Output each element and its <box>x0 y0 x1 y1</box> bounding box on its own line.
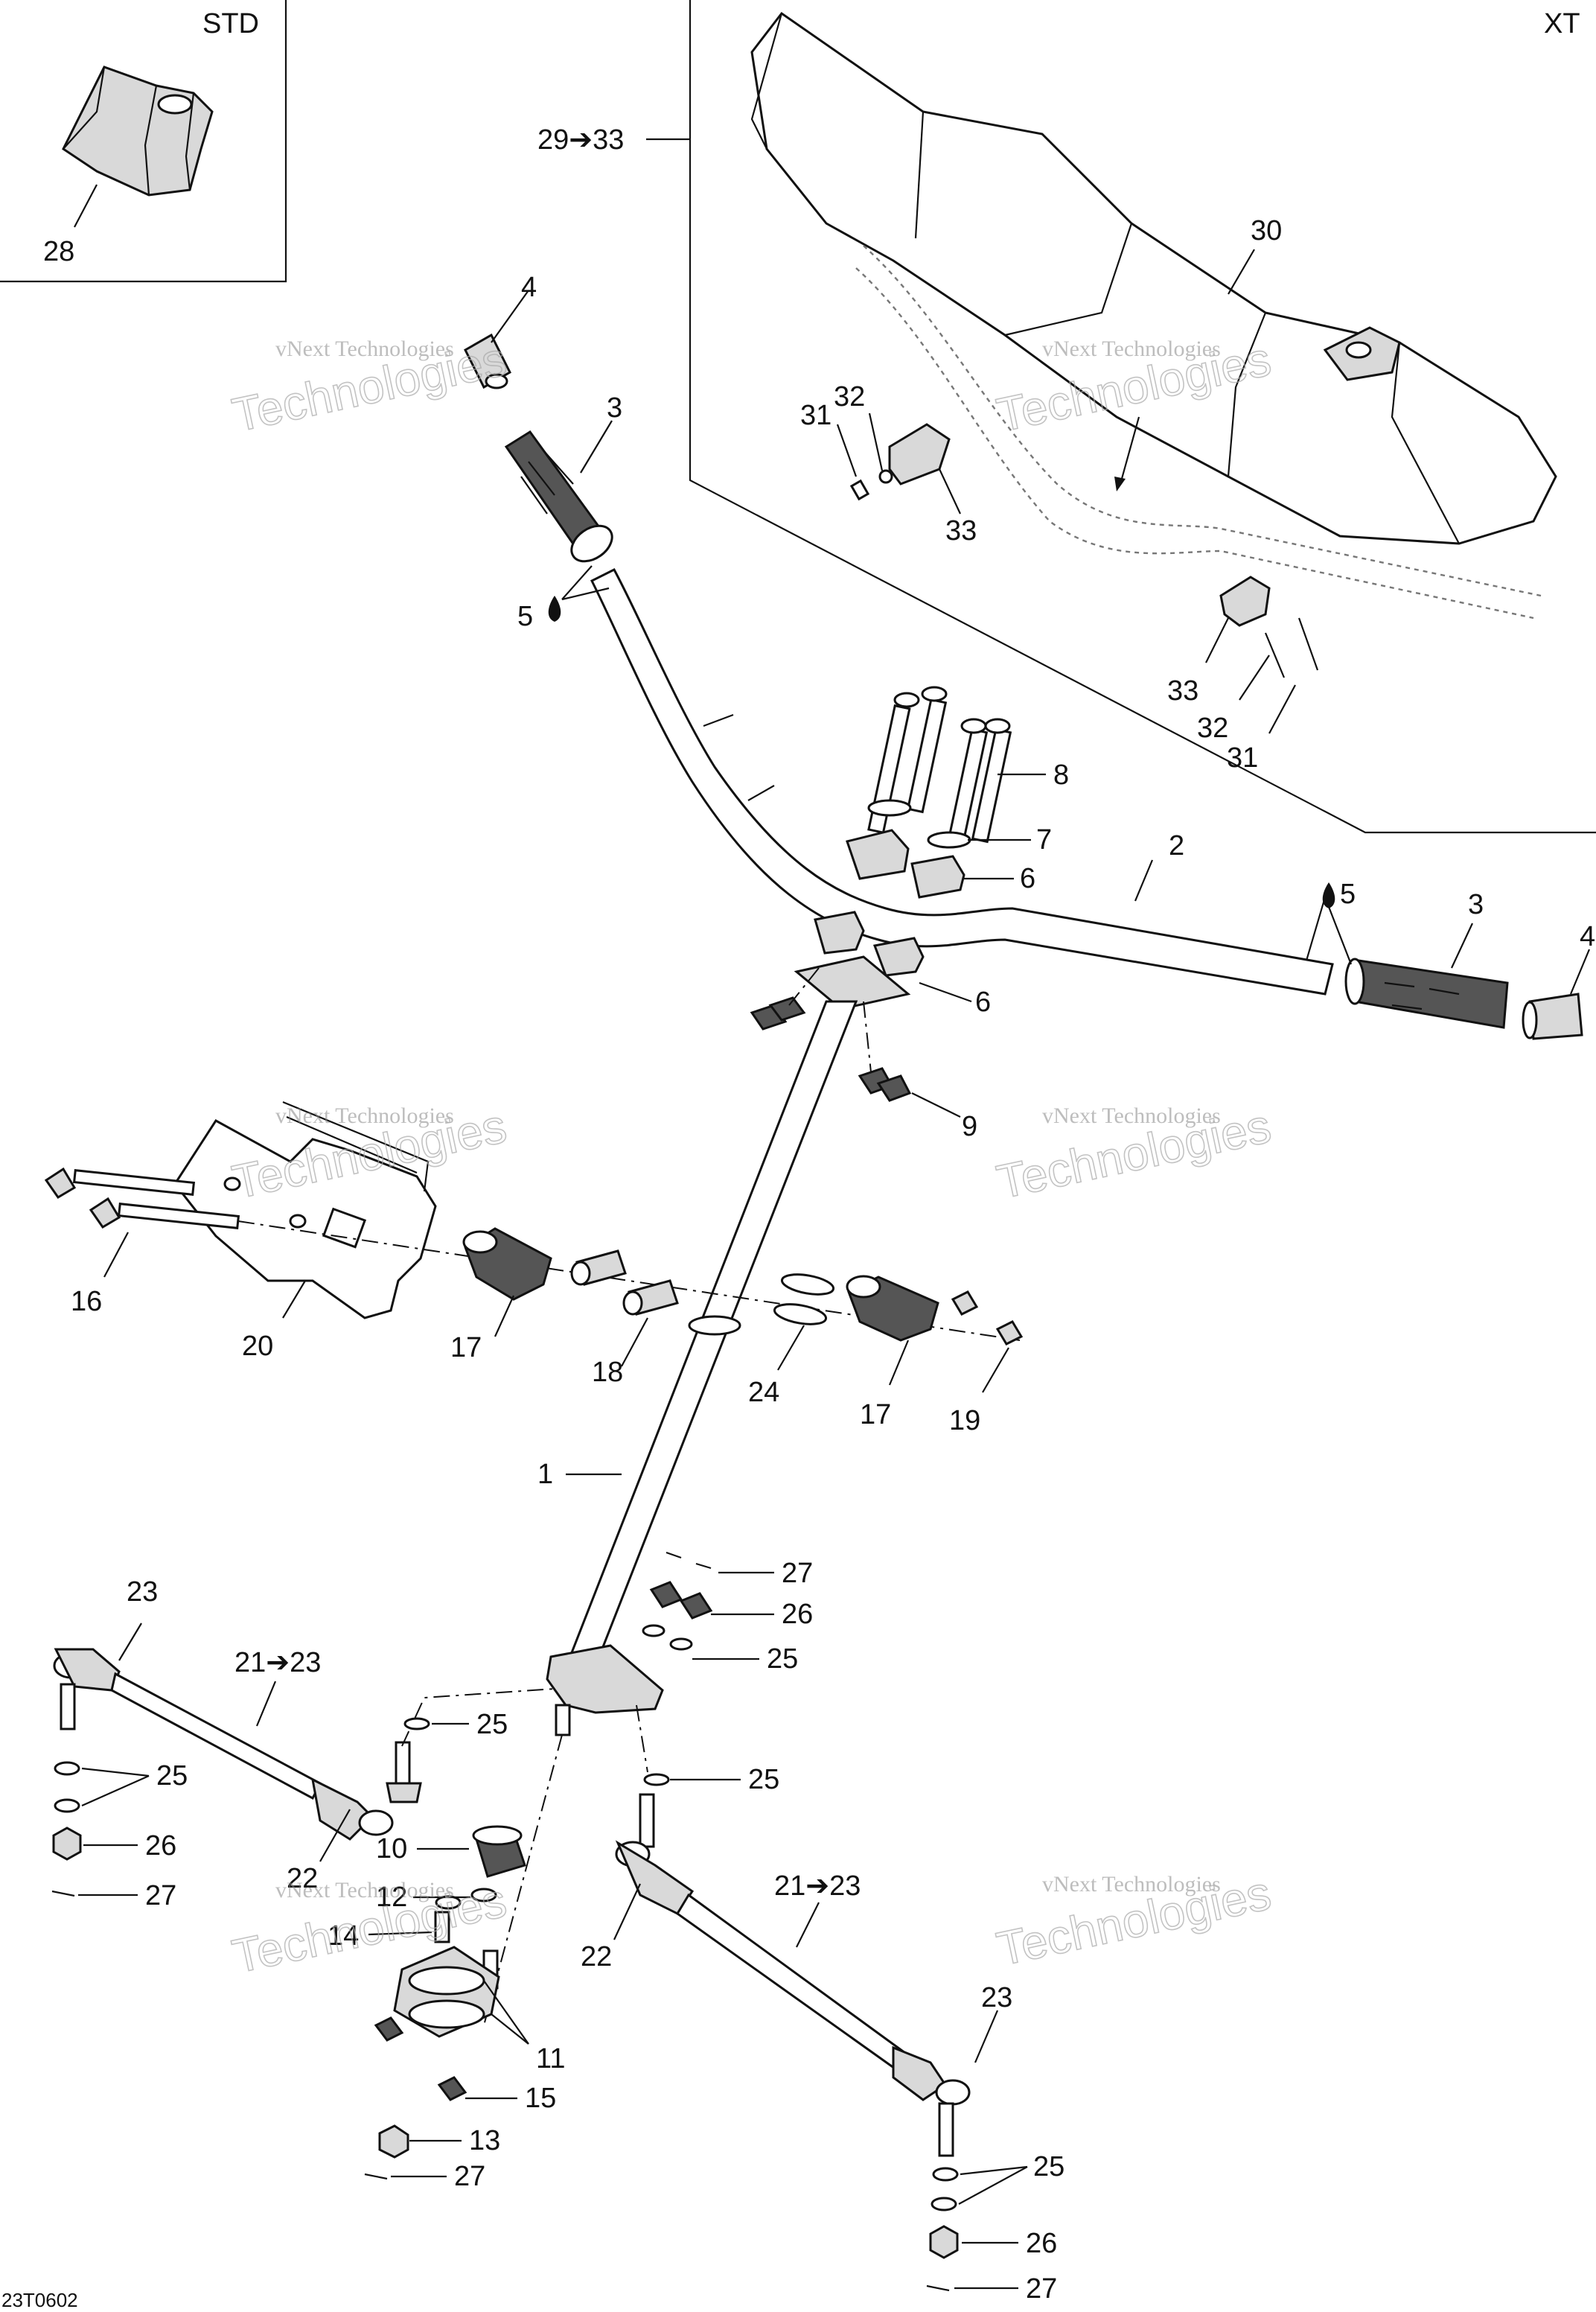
callout-5-top: 5 <box>517 601 533 632</box>
clamp-nuts <box>750 996 912 1102</box>
handlebar <box>590 568 1334 996</box>
grip-right <box>1344 958 1509 1029</box>
callout-33-b: 33 <box>1167 675 1198 707</box>
callout-31-a: 31 <box>800 400 831 431</box>
bushing-housing-left <box>462 1227 552 1301</box>
watermarks: vNext Technologies Technologies vNext Te… <box>227 331 1276 1984</box>
callout-5-right: 5 <box>1340 879 1356 910</box>
shims <box>773 1273 835 1325</box>
callout-19: 19 <box>949 1405 980 1436</box>
arm-hardware <box>642 1551 713 1651</box>
callout-21-23-right: 21➔23 <box>774 1870 861 1902</box>
callout-29-33: 29➔33 <box>537 124 624 156</box>
callout-4-right: 4 <box>1580 921 1595 952</box>
mounting-bracket <box>173 1101 437 1319</box>
lower-clamps <box>794 911 925 1010</box>
callout-1: 1 <box>537 1459 553 1490</box>
callout-3-right: 3 <box>1468 889 1484 920</box>
callout-22-left: 22 <box>287 1863 318 1894</box>
callout-25-a: 25 <box>767 1643 798 1675</box>
end-cap-left <box>464 333 511 389</box>
diagram-code: 23T0602 <box>1 2289 78 2311</box>
callout-16: 16 <box>71 1286 102 1317</box>
handlebar-pad-xt <box>750 11 1557 545</box>
tie-rod-right <box>615 1793 971 2157</box>
callout-23-left: 23 <box>127 1576 158 1608</box>
callout-28: 28 <box>43 236 74 267</box>
watermark-text: vNext Technologies <box>1042 1104 1221 1128</box>
watermark-text: vNext Technologies <box>275 337 454 361</box>
callout-20: 20 <box>242 1331 273 1362</box>
tie-rod-left <box>53 1648 422 1841</box>
callout-13: 13 <box>469 2125 500 2156</box>
std-label: STD <box>202 8 259 39</box>
callout-22-right: 22 <box>581 1941 612 1972</box>
handlebar-cover-std <box>62 66 214 197</box>
callout-25-right: 25 <box>1033 2151 1064 2182</box>
callout-25-c: 25 <box>748 1764 779 1795</box>
callout-2: 2 <box>1169 830 1184 862</box>
bushings <box>570 1249 679 1316</box>
watermark-text: vNext Technologies <box>1042 337 1221 361</box>
bushing-housing-right <box>846 1275 939 1342</box>
callout-6-b: 6 <box>975 987 991 1018</box>
callout-17-b: 17 <box>860 1399 891 1430</box>
callout-18: 18 <box>592 1357 623 1388</box>
callout-11: 11 <box>536 2043 565 2074</box>
callout-27-b: 27 <box>454 2161 485 2192</box>
xt-inset: XT 29➔33 30 31 <box>537 0 1596 834</box>
callout-12: 12 <box>376 1882 407 1913</box>
upper-clamps <box>846 829 965 899</box>
steering-column <box>546 1000 858 1736</box>
callout-4-top: 4 <box>521 272 537 303</box>
callout-27-left: 27 <box>145 1880 176 1911</box>
callout-3-top: 3 <box>607 392 622 424</box>
callout-25-left: 25 <box>156 1760 188 1792</box>
right-end-hardware <box>926 2167 959 2292</box>
callout-27-right: 27 <box>1026 2273 1057 2305</box>
clamp-bolts <box>867 686 1012 844</box>
callout-31-b: 31 <box>1227 742 1258 774</box>
watermark-text: vNext Technologies <box>275 1104 454 1128</box>
callout-10: 10 <box>376 1833 407 1864</box>
lower-bearing <box>364 1825 526 2180</box>
callout-9: 9 <box>962 1111 977 1142</box>
callout-32-a: 32 <box>834 381 865 413</box>
callout-17-a: 17 <box>450 1332 482 1363</box>
callout-6-a: 6 <box>1020 863 1035 894</box>
std-inset: STD 28 <box>0 0 287 283</box>
callout-14: 14 <box>328 1920 359 1952</box>
callout-33-a: 33 <box>945 515 977 547</box>
left-end-hardware <box>51 1761 82 1897</box>
callout-27-a: 27 <box>782 1558 813 1589</box>
callout-26-a: 26 <box>782 1599 813 1630</box>
callout-8: 8 <box>1053 759 1069 791</box>
grip-left <box>504 430 613 563</box>
watermark-text: vNext Technologies <box>1042 1872 1221 1897</box>
bracket-bolts <box>44 1167 240 1229</box>
callout-15: 15 <box>525 2083 556 2114</box>
callout-26-right: 26 <box>1026 2228 1057 2259</box>
callout-7: 7 <box>1036 824 1052 856</box>
callout-32-b: 32 <box>1197 713 1228 744</box>
watermark-text: vNext Technologies <box>275 1878 454 1902</box>
end-cap-right <box>1522 993 1583 1040</box>
bracket-nuts <box>951 1290 1024 1346</box>
callout-26-left: 26 <box>145 1830 176 1862</box>
callout-23-right: 23 <box>981 1982 1012 2013</box>
xt-label: XT <box>1544 8 1580 39</box>
callout-24: 24 <box>748 1377 779 1408</box>
callout-30: 30 <box>1251 215 1282 246</box>
callout-21-23-left: 21➔23 <box>234 1647 321 1678</box>
pad-clamp-xt <box>849 423 1319 678</box>
callout-25-b: 25 <box>476 1709 508 1740</box>
